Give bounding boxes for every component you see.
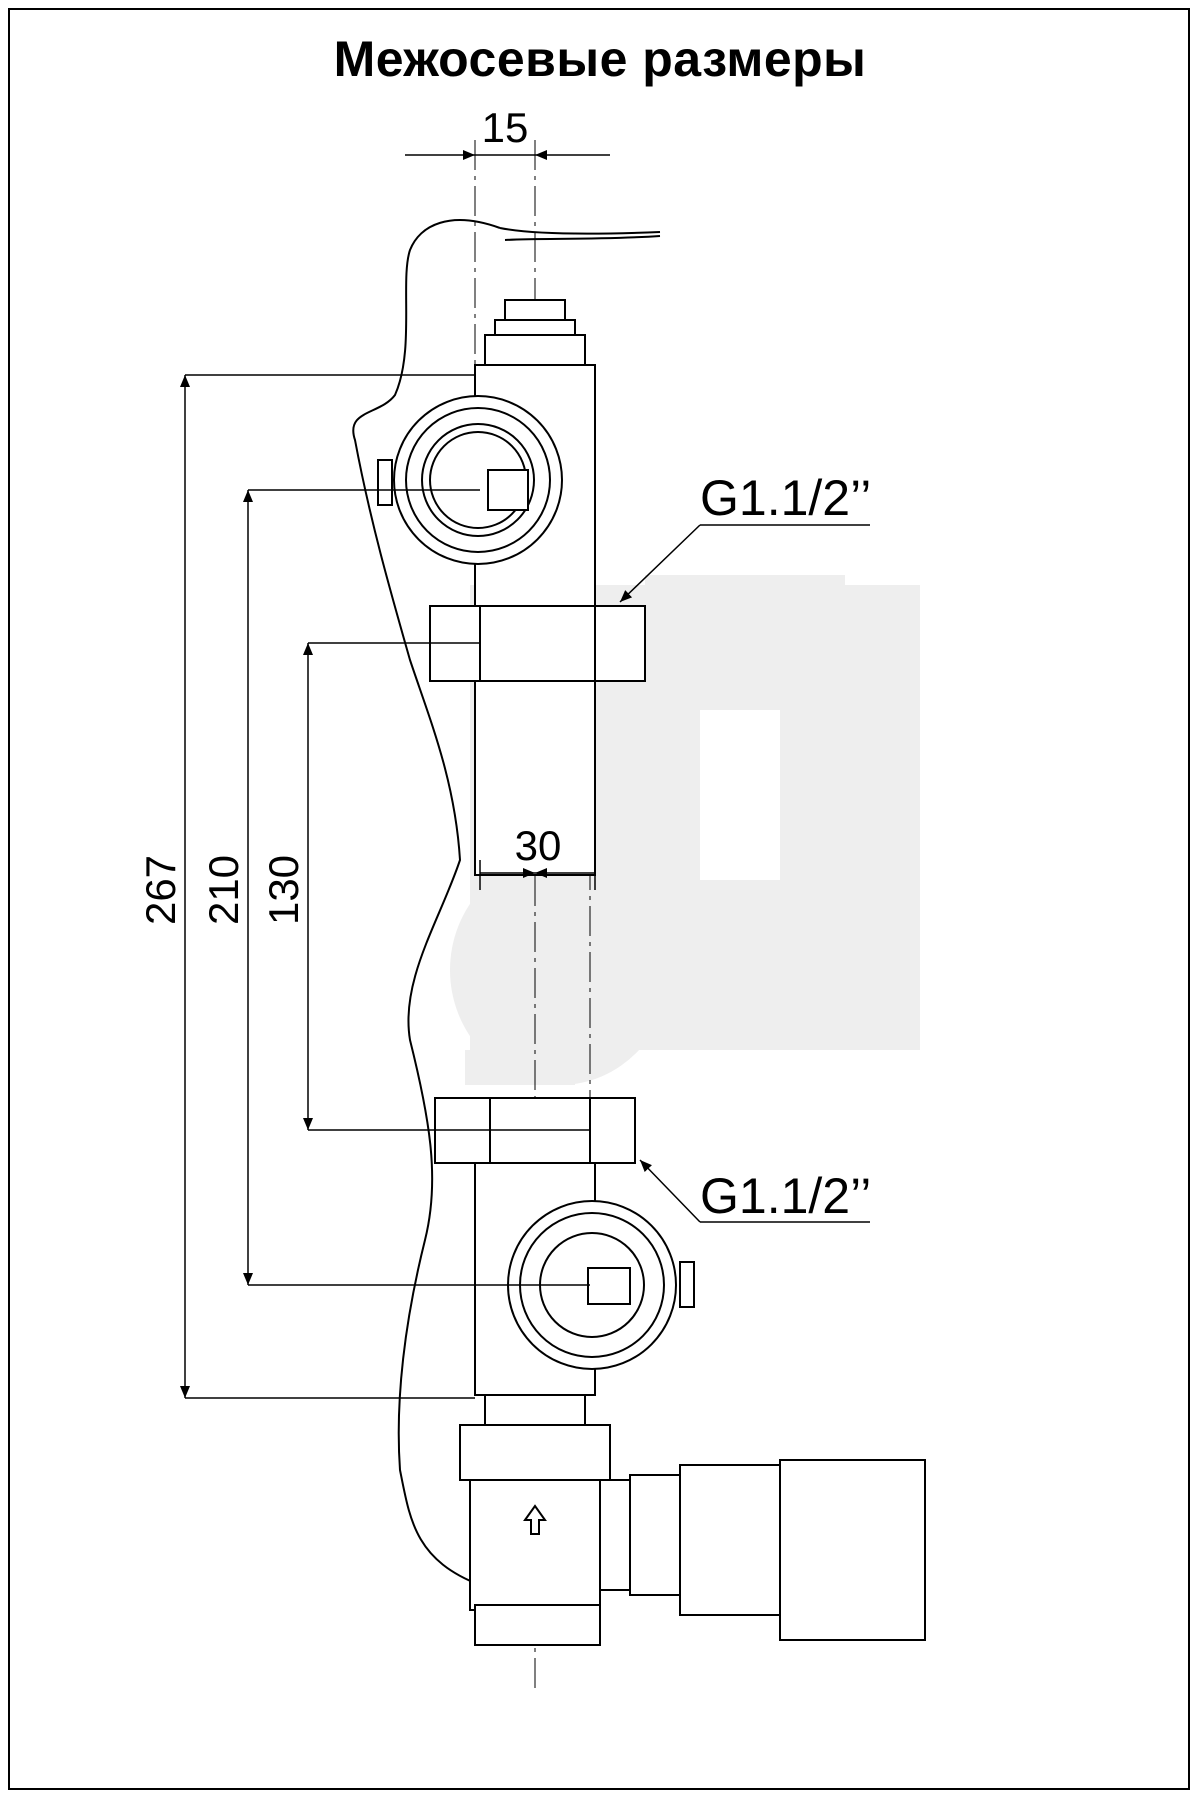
sensor-wire xyxy=(499,227,661,241)
upper-thread-leader xyxy=(619,524,870,603)
dimension-130 xyxy=(303,642,590,1131)
dimension-210-label: 210 xyxy=(200,855,247,925)
dimension-30 xyxy=(479,860,596,890)
upper-thread-label: G1.1/2’’ xyxy=(700,470,871,526)
cable xyxy=(352,219,501,1586)
dimension-130-label: 130 xyxy=(260,855,307,925)
lower-thread-leader xyxy=(639,1159,870,1223)
drawing-frame xyxy=(8,8,1190,1790)
dimension-210 xyxy=(243,489,590,1286)
lower-thread-label: G1.1/2’’ xyxy=(700,1168,871,1224)
dimension-267 xyxy=(180,374,475,1399)
upper-manifold xyxy=(377,299,646,876)
dimension-267-label: 267 xyxy=(137,855,184,925)
dimension-30-label: 30 xyxy=(515,822,562,869)
lower-manifold xyxy=(434,1097,926,1646)
drawing-title: Межосевые размеры xyxy=(333,31,867,87)
dimension-15-label: 15 xyxy=(482,104,529,151)
